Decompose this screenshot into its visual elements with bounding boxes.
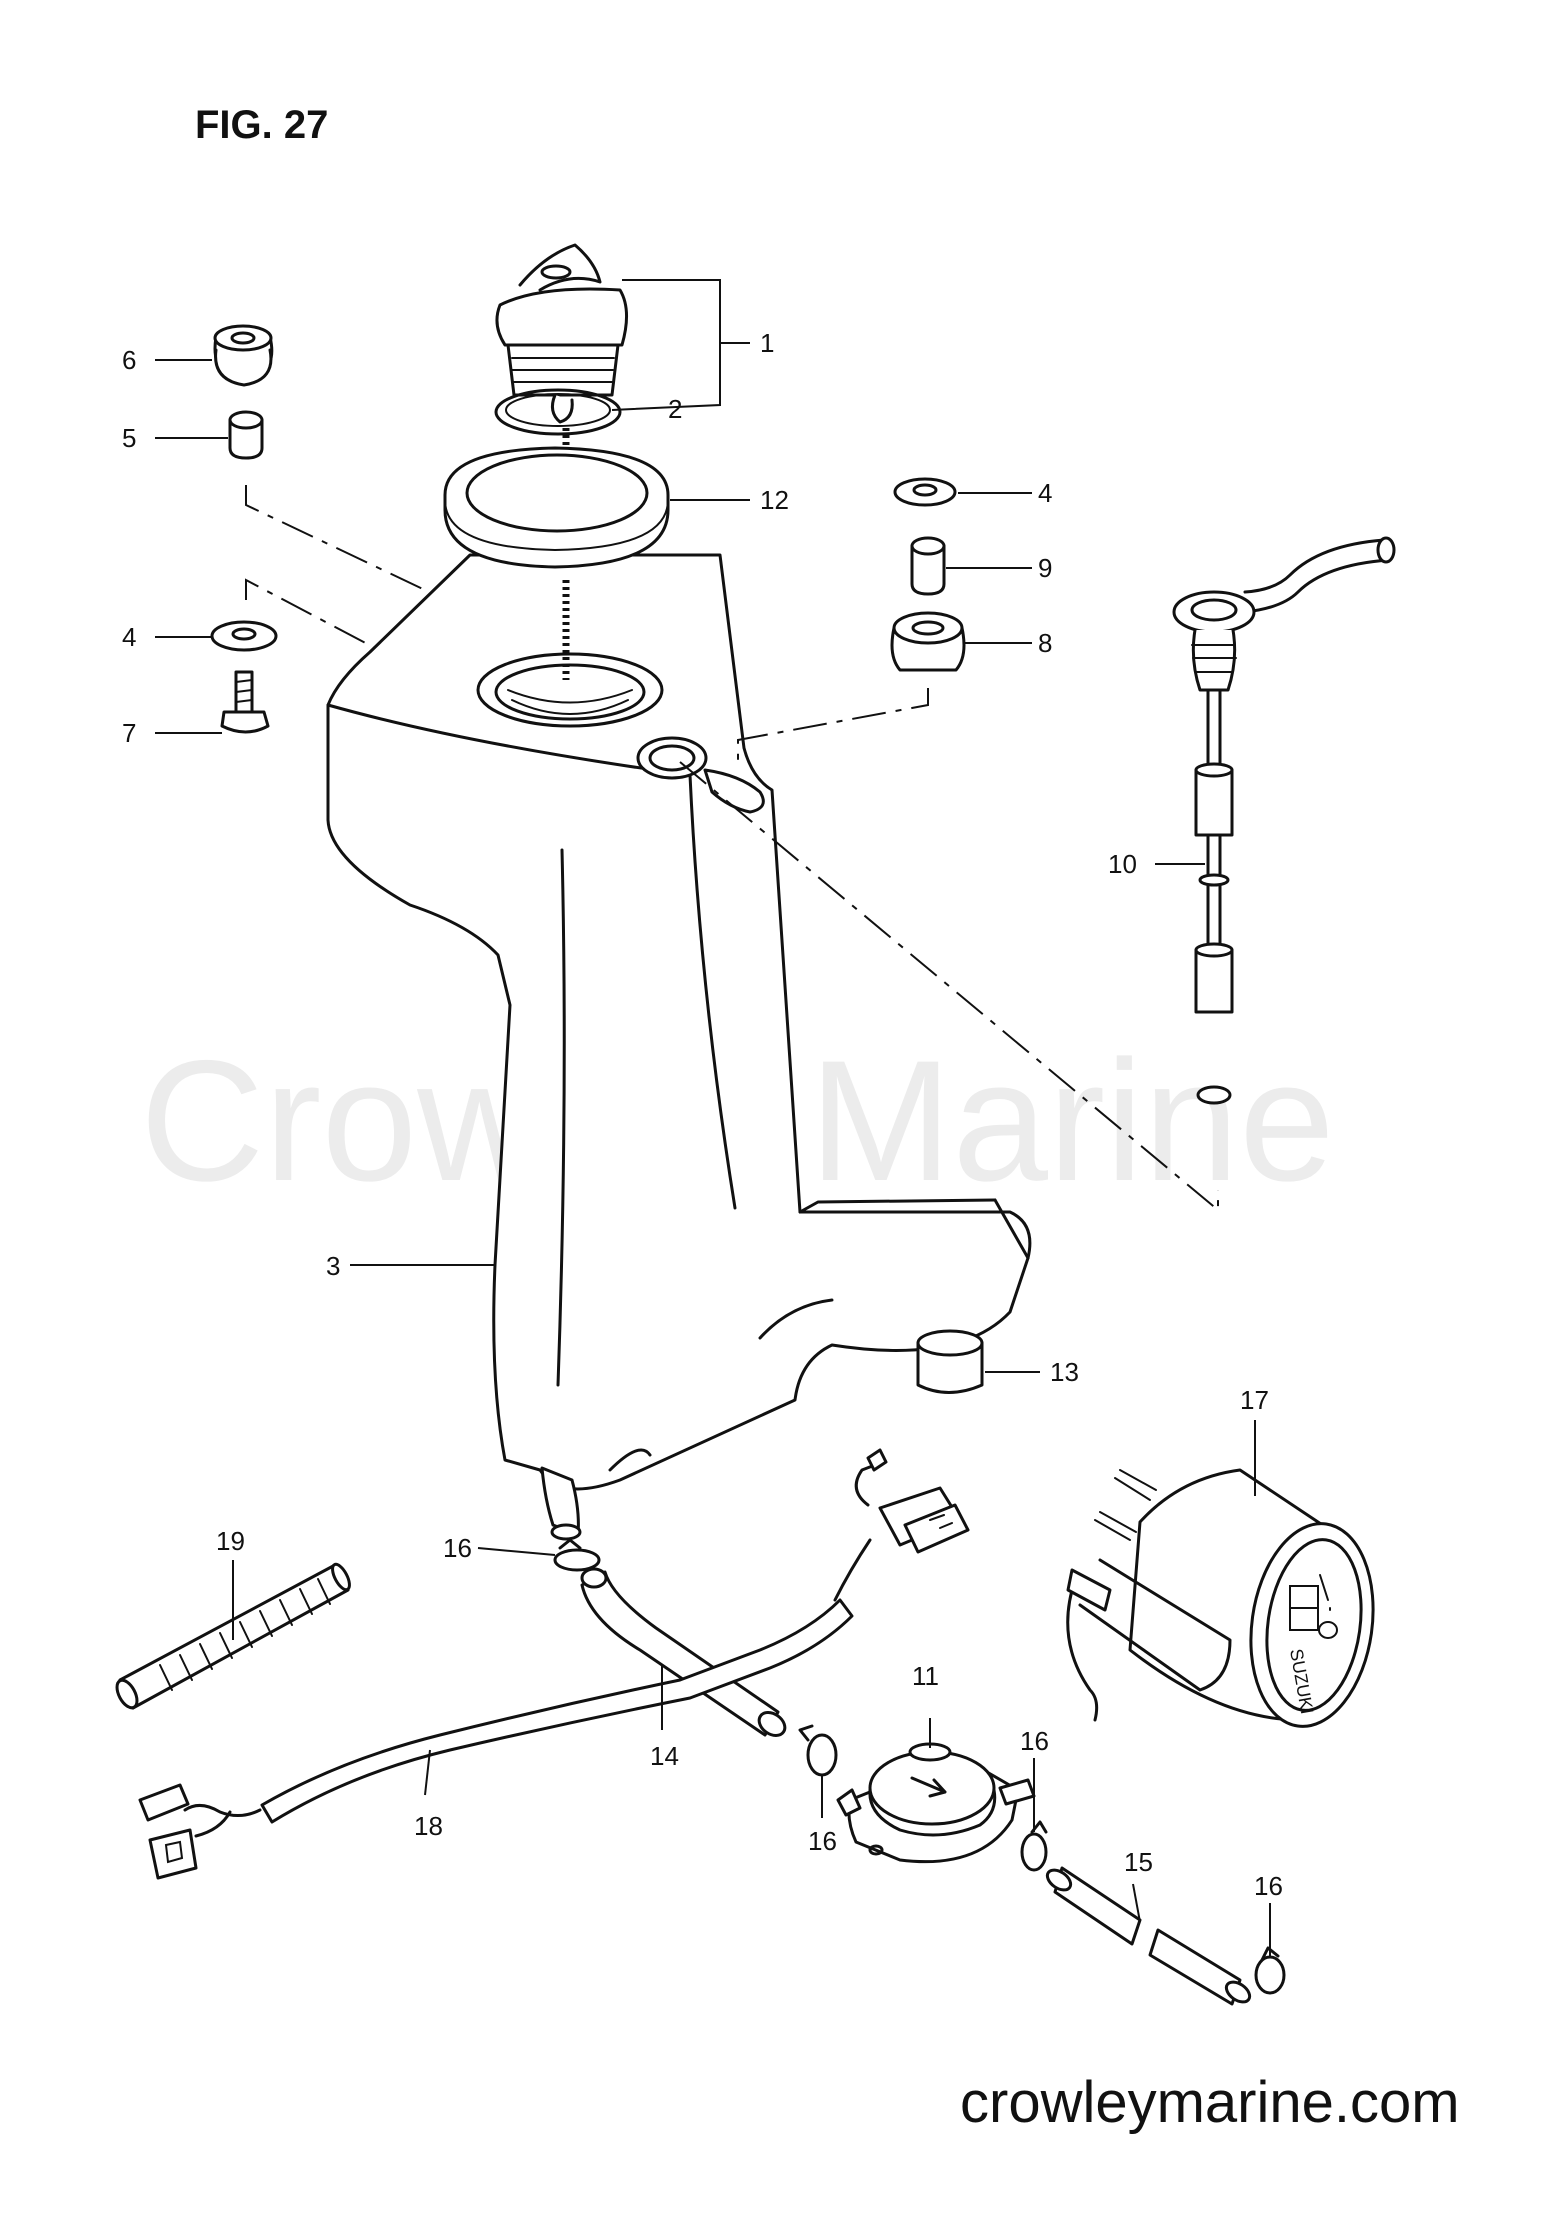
- grommet-6: [213, 324, 274, 387]
- assembly-line-collar-5: [245, 485, 426, 591]
- fuel-gauge-sender: [1172, 536, 1396, 1105]
- callout-18: 18: [414, 1811, 443, 1841]
- callout-16-hose-end: 16: [1254, 1871, 1283, 1901]
- footer-url: crowleymarine.com: [960, 2070, 1460, 2135]
- callout-4-left: 4: [122, 622, 136, 652]
- fuel-pump: [836, 1742, 1036, 1864]
- callout-14: 14: [650, 1741, 679, 1771]
- fuel-cap: [495, 243, 628, 424]
- callout-16-pump-right: 16: [1020, 1726, 1049, 1756]
- callout-11: 11: [912, 1661, 939, 1691]
- figure-title: FIG. 27: [195, 103, 328, 147]
- callout-3: 3: [326, 1251, 340, 1281]
- clamp-16-hose-end: [1254, 1946, 1286, 1995]
- clamp-16-pump-left: [798, 1724, 838, 1777]
- washer-4-left: [210, 620, 278, 652]
- callout-19: 19: [216, 1526, 245, 1556]
- callout-5: 5: [122, 423, 136, 453]
- callout-9: 9: [1038, 553, 1052, 583]
- filler-gasket: [443, 446, 670, 569]
- collar-9: [910, 536, 946, 596]
- callout-10: 10: [1108, 849, 1137, 879]
- callout-16-top: 16: [443, 1533, 472, 1563]
- callout-17: 17: [1240, 1385, 1269, 1415]
- wire-harness: [138, 1448, 970, 1880]
- collar-5: [228, 410, 264, 460]
- callout-16-pump-left: 16: [808, 1826, 837, 1856]
- callout-12: 12: [760, 485, 789, 515]
- callout-leaders: [155, 279, 1271, 1958]
- fuel-meter: SUZUKI: [1066, 1468, 1375, 1728]
- washer-4-right: [893, 477, 957, 507]
- hose-15: [1045, 1866, 1252, 2006]
- cap-13: [916, 1329, 984, 1394]
- callout-8: 8: [1038, 628, 1052, 658]
- callout-15: 15: [1124, 1847, 1153, 1877]
- clamp-16-top: [553, 1538, 601, 1572]
- bolt-7: [220, 670, 270, 734]
- assembly-line-bolt-7: [245, 578, 376, 649]
- hose-14: [580, 1567, 787, 1737]
- fuel-tank: [326, 553, 1032, 1541]
- callout-1: 1: [760, 328, 774, 358]
- grommet-8: [890, 611, 966, 672]
- callout-7: 7: [122, 718, 136, 748]
- assembly-line-grommet-8: [737, 688, 929, 765]
- callout-13: 13: [1050, 1357, 1079, 1387]
- callout-2: 2: [668, 394, 682, 424]
- o-ring: [494, 388, 622, 436]
- callout-4-right: 4: [1038, 478, 1052, 508]
- callout-6: 6: [122, 345, 136, 375]
